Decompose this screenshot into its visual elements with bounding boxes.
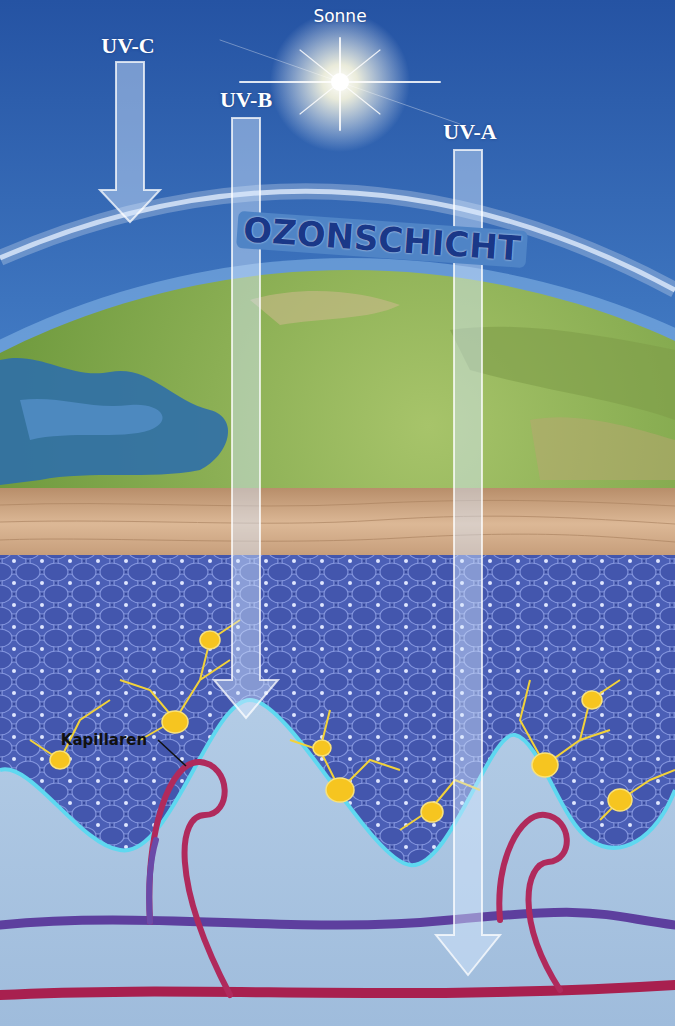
uv-a-arrow <box>436 150 500 975</box>
leader-line <box>158 740 186 766</box>
basal-membrane <box>0 700 675 865</box>
skin-surface <box>0 488 675 560</box>
surface-texture <box>0 500 675 542</box>
uv-b-arrow <box>214 118 278 718</box>
sun-label: Sonne <box>313 7 366 26</box>
uv-b-label: UV-B <box>220 88 272 112</box>
ozone-glow <box>0 191 675 290</box>
capillaries <box>0 762 675 995</box>
earth <box>0 258 675 1026</box>
uv-c-arrow <box>100 62 160 222</box>
uv-c-label: UV-C <box>101 34 154 58</box>
capillary-label: Kapillaren <box>61 732 147 749</box>
epidermis <box>0 555 675 865</box>
dermis <box>0 555 675 1026</box>
ozone-layer <box>0 191 675 290</box>
uv-arrows <box>100 62 500 975</box>
melanocytes <box>30 620 675 830</box>
uv-a-label: UV-A <box>443 120 496 144</box>
